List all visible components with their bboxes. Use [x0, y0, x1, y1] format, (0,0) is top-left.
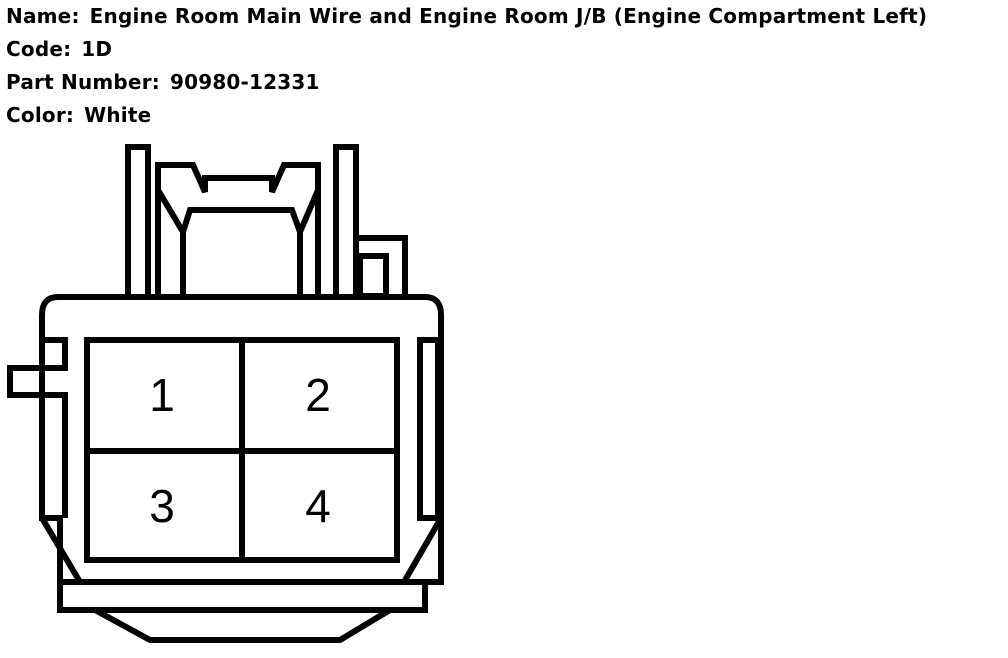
code-row: Code: 1D — [6, 33, 1002, 66]
right-rail — [417, 337, 441, 521]
pin-3-label: 3 — [149, 480, 175, 532]
part-number-label: Part Number: — [6, 70, 160, 94]
connector-base-foot — [93, 607, 392, 643]
center-lock-slope-right — [297, 188, 321, 234]
connector-info: Name: Engine Room Main Wire and Engine Ro… — [6, 0, 1002, 132]
pin-1-label: 1 — [149, 369, 175, 421]
name-label: Name: — [6, 4, 80, 28]
color-value: White — [84, 103, 152, 127]
code-value: 1D — [81, 37, 113, 61]
code-label: Code: — [6, 37, 72, 61]
part-number-row: Part Number: 90980-12331 — [6, 66, 1002, 99]
right-small-window — [357, 253, 389, 299]
connector-base — [57, 582, 428, 613]
pin-2-label: 2 — [305, 369, 331, 421]
name-row: Name: Engine Room Main Wire and Engine Ro… — [6, 0, 1002, 33]
color-row: Color: White — [6, 99, 1002, 132]
name-value: Engine Room Main Wire and Engine Room J/… — [89, 4, 928, 28]
center-lock-slope-left — [155, 188, 186, 234]
right-shoulder — [356, 235, 408, 297]
center-lock-bridge — [180, 207, 303, 297]
left-tab — [7, 337, 68, 518]
bottom-bevel-right — [401, 516, 444, 584]
connector-housing — [39, 294, 444, 585]
pin-4-label: 4 — [305, 480, 331, 532]
part-number-value: 90980-12331 — [169, 70, 320, 94]
right-latch-post — [333, 144, 359, 297]
bottom-bevel-left — [39, 516, 83, 584]
color-label: Color: — [6, 103, 75, 127]
left-latch-post — [125, 144, 151, 297]
left-inner-latch — [155, 162, 321, 297]
